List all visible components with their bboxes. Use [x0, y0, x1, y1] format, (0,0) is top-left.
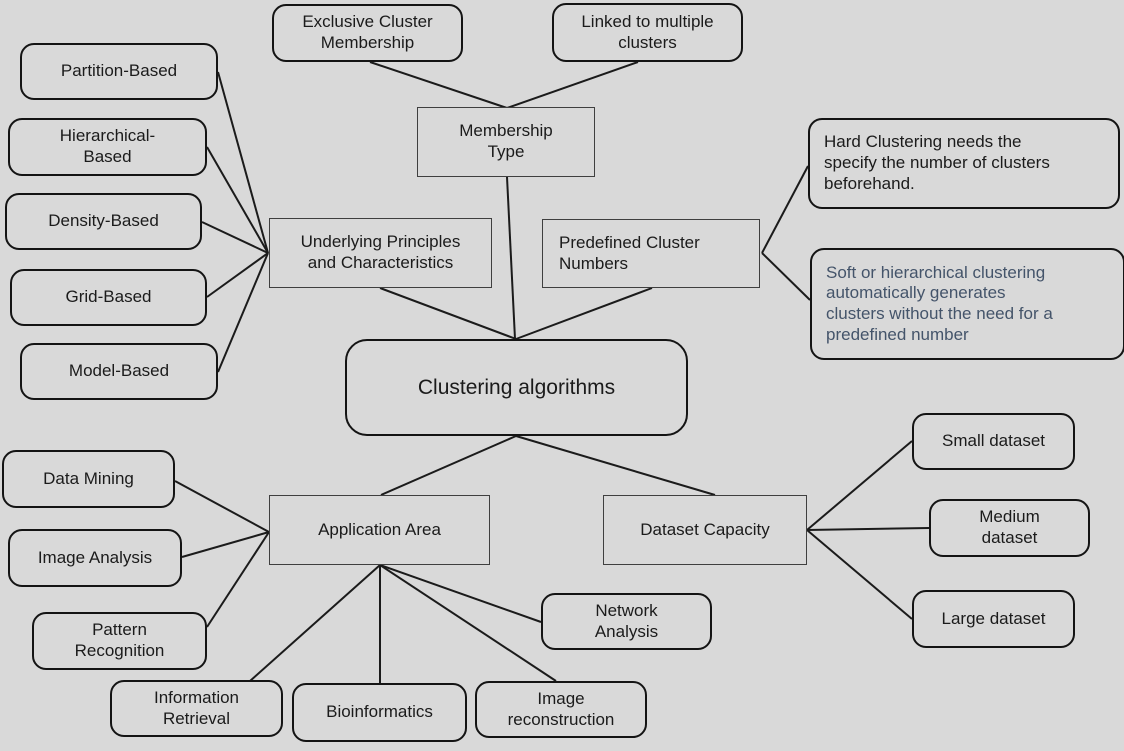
- node-hard-clustering-note: Hard Clustering needs the specify the nu…: [808, 118, 1120, 209]
- edge-hierarchical-underlying: [206, 146, 269, 254]
- node-exclusive-cluster-membership: Exclusive Cluster Membership: [272, 4, 463, 62]
- edge-application-network: [379, 564, 542, 623]
- edge-model-underlying: [217, 252, 269, 373]
- node-partition-based: Partition-Based: [20, 43, 218, 100]
- edge-clustering-application: [380, 435, 517, 496]
- node-grid-based: Grid-Based: [10, 269, 207, 326]
- edge-exclusive-membership: [369, 61, 508, 109]
- edge-datamining-application: [174, 480, 270, 533]
- edge-density-underlying: [201, 221, 269, 254]
- node-hierarchical-based: Hierarchical-Based: [8, 118, 207, 176]
- edge-dataset-large: [806, 529, 913, 620]
- edge-linked-membership: [506, 61, 639, 109]
- edge-dataset-small: [806, 440, 913, 531]
- edge-predefined-hardnote: [761, 165, 809, 254]
- edge-application-imagerecon: [379, 564, 557, 682]
- edge-underlying-clustering: [379, 287, 517, 340]
- node-clustering-algorithms: Clustering algorithms: [345, 339, 688, 436]
- node-image-analysis: Image Analysis: [8, 529, 182, 587]
- edge-predefined-softnote: [761, 252, 811, 301]
- edge-membership-clustering: [506, 176, 516, 340]
- node-pattern-recognition: Pattern Recognition: [32, 612, 207, 670]
- node-dataset-capacity: Dataset Capacity: [603, 495, 807, 565]
- edge-clustering-dataset: [515, 435, 716, 496]
- edge-imageanalysis-application: [181, 531, 270, 558]
- node-bioinformatics: Bioinformatics: [292, 683, 467, 742]
- node-model-based: Model-Based: [20, 343, 218, 400]
- node-underlying-principles: Underlying Principles and Characteristic…: [269, 218, 492, 288]
- edge-grid-underlying: [206, 252, 269, 298]
- edge-partition-underlying: [217, 71, 269, 254]
- node-image-reconstruction: Image reconstruction: [475, 681, 647, 738]
- node-large-dataset: Large dataset: [912, 590, 1075, 648]
- node-linked-to-multiple-clusters: Linked to multiple clusters: [552, 3, 743, 62]
- node-application-area: Application Area: [269, 495, 490, 565]
- node-membership-type: Membership Type: [417, 107, 595, 177]
- node-density-based: Density-Based: [5, 193, 202, 250]
- node-small-dataset: Small dataset: [912, 413, 1075, 470]
- edge-pattern-application: [206, 531, 270, 628]
- node-network-analysis: Network Analysis: [541, 593, 712, 650]
- edge-dataset-medium: [806, 527, 930, 531]
- node-data-mining: Data Mining: [2, 450, 175, 508]
- node-medium-dataset: Medium dataset: [929, 499, 1090, 557]
- node-soft-clustering-note: Soft or hierarchical clustering automati…: [810, 248, 1124, 360]
- edge-predefined-clustering: [515, 287, 653, 340]
- edge-application-inforetrieval: [249, 564, 381, 682]
- node-predefined-cluster-numbers: Predefined Cluster Numbers: [542, 219, 760, 288]
- node-information-retrieval: Information Retrieval: [110, 680, 283, 737]
